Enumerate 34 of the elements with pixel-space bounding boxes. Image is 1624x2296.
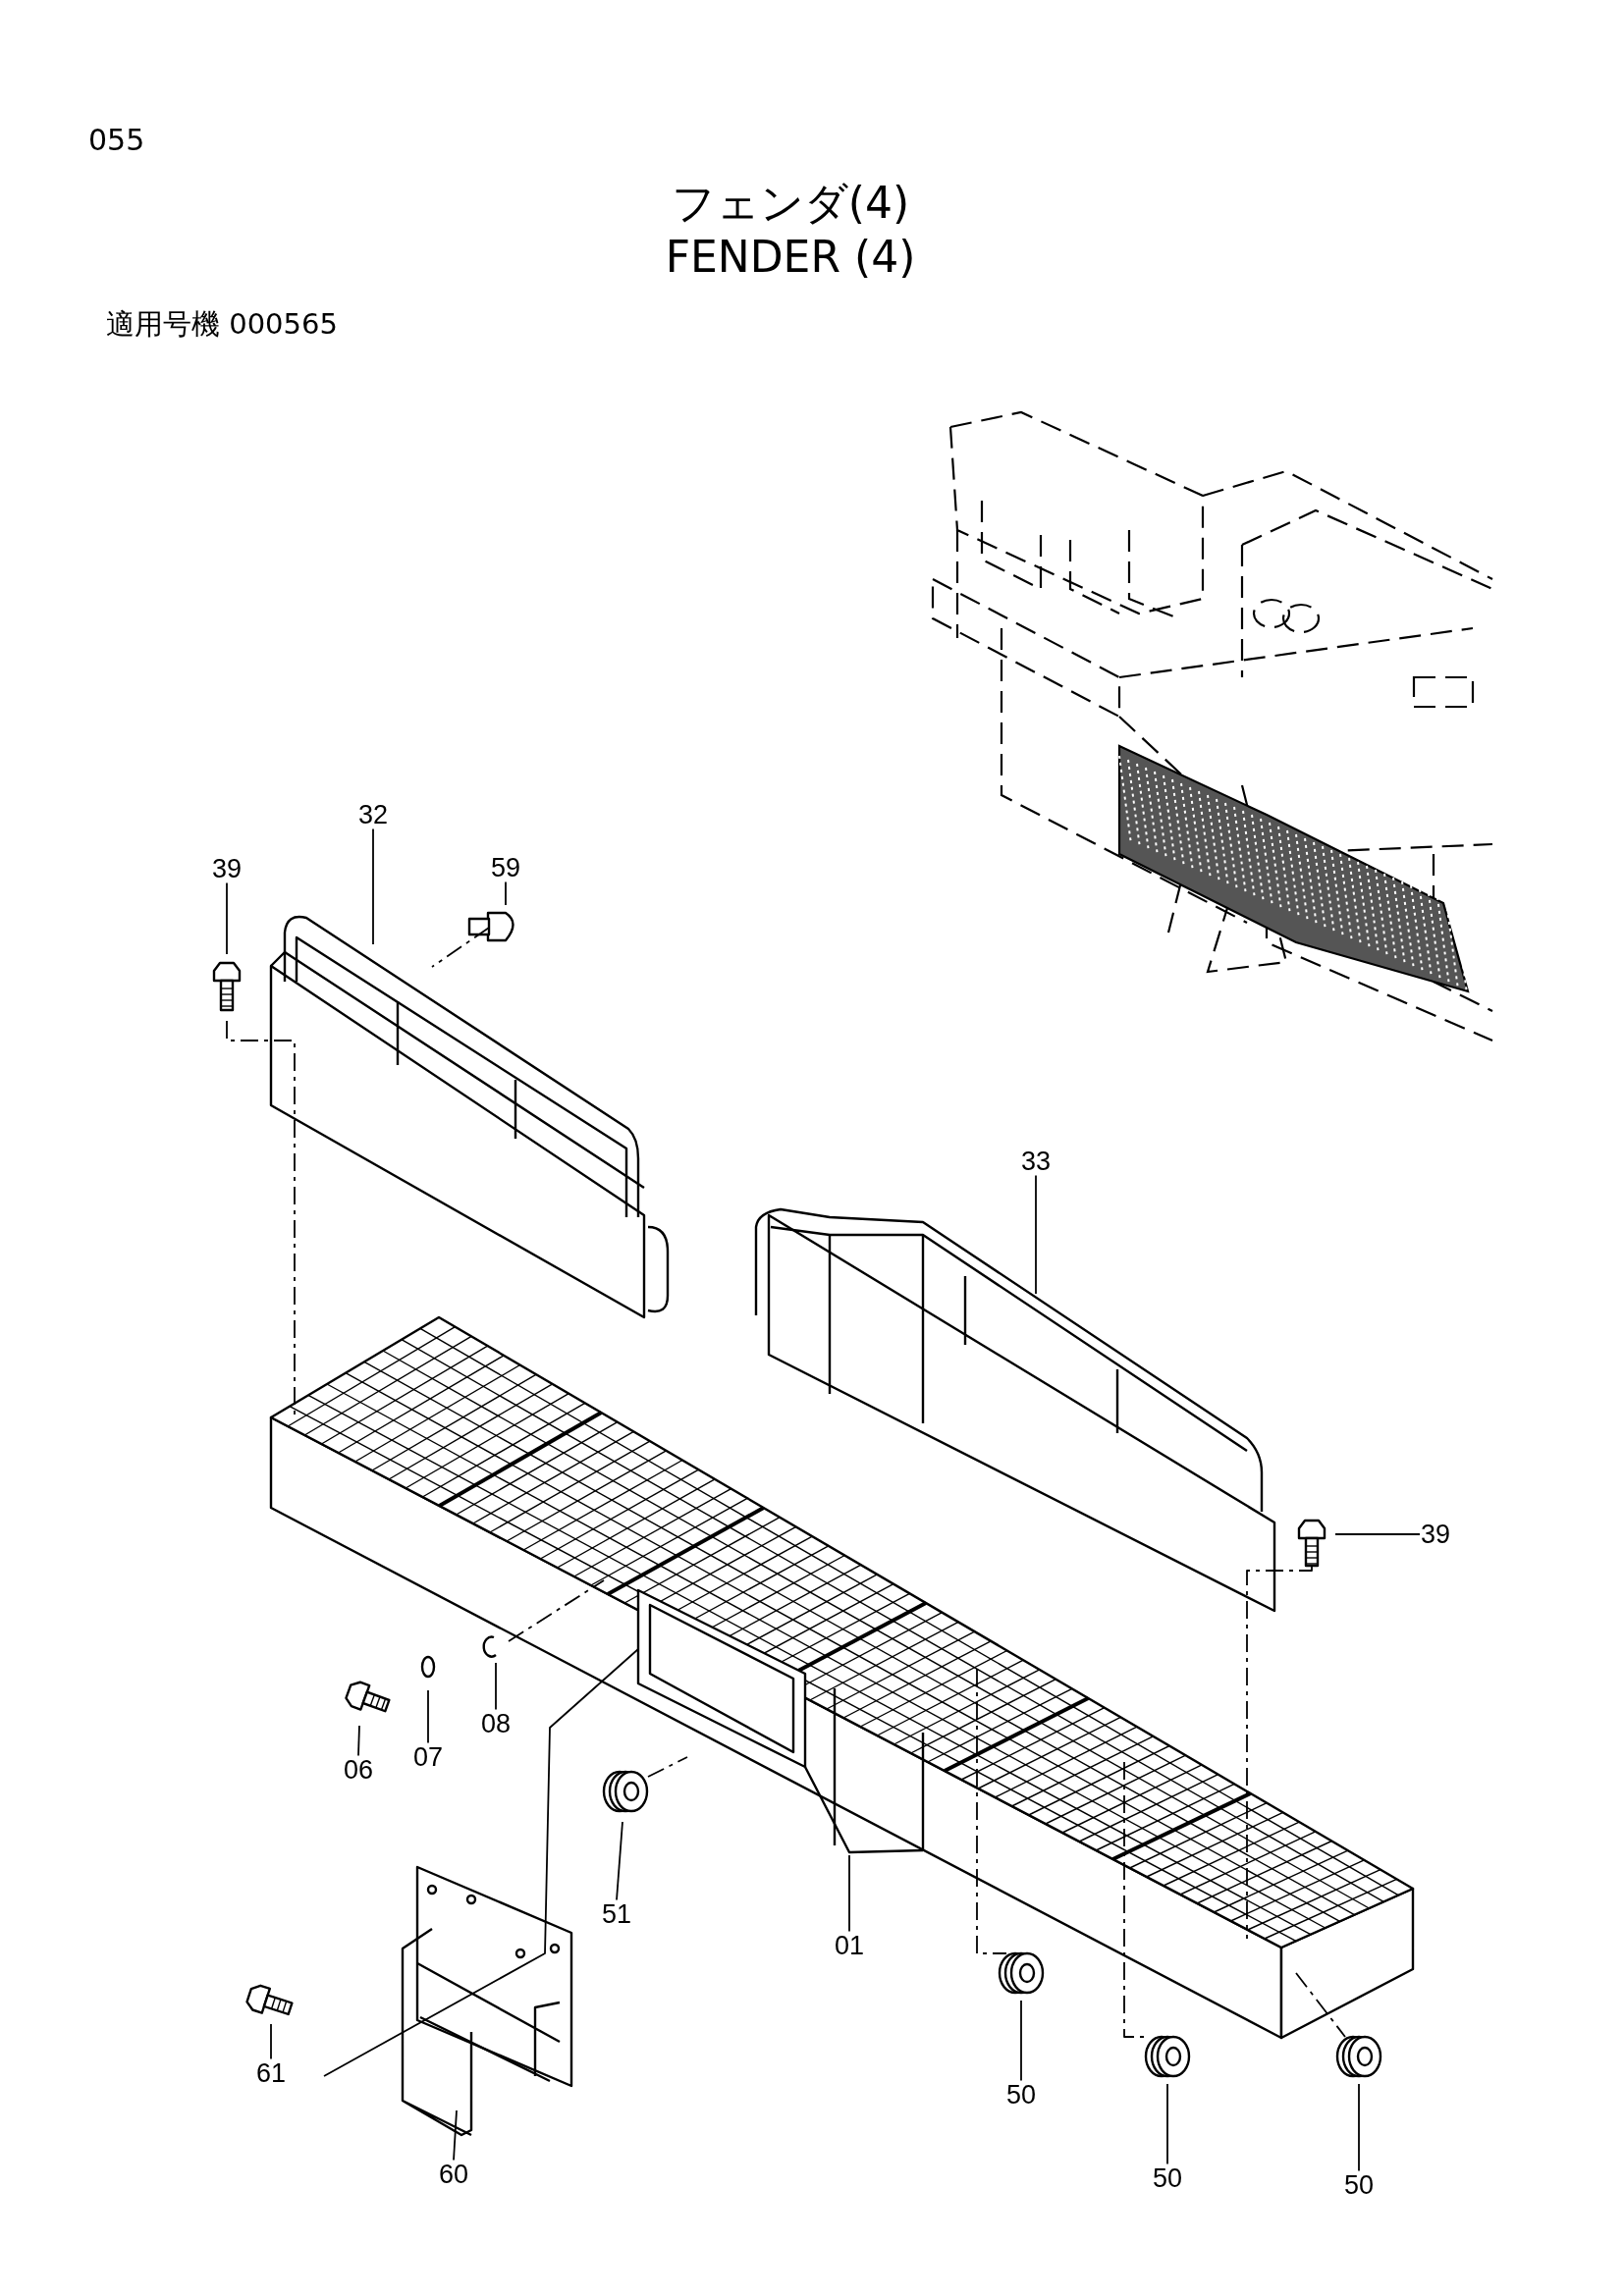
callout-number: 39 [1421,1521,1450,1548]
callout-number: 07 [413,1743,443,1771]
callout-number: 08 [481,1710,511,1737]
leader-line [270,2023,272,2060]
leader-line [1020,2000,1022,2082]
leader-line [427,1689,429,1744]
callout-number: 39 [212,855,242,882]
callout-number: 51 [602,1900,631,1928]
callout-number: 50 [1153,2164,1182,2192]
subtitle: FENDER (4) [665,236,916,279]
callout-number: 06 [344,1756,373,1784]
leader-line [495,1662,497,1711]
leader-line [1166,2083,1168,2165]
callout-number: 50 [1344,2171,1374,2199]
callout-number: 60 [439,2161,468,2188]
leader-line [1358,2083,1360,2172]
leader-line [1035,1174,1037,1295]
callout-number: 61 [256,2059,286,2087]
callout-number: 33 [1021,1148,1051,1175]
leader-line [357,1725,360,1757]
title: フェンダ(4) [671,182,910,225]
callout-number: 50 [1006,2081,1036,2109]
leader-line [372,828,374,945]
callout-number: 59 [491,854,520,881]
leader-line [616,1821,623,1901]
leader-line [226,881,228,955]
page-number: 055 [88,126,145,155]
leader-line [1334,1533,1421,1535]
callout-number: 32 [358,801,388,828]
leader-line [848,1854,850,1933]
callout-number: 01 [835,1932,864,1959]
leader-line [453,2109,458,2162]
serial-number-note: 適用号機 000565 [106,310,338,339]
leader-line [505,881,507,906]
